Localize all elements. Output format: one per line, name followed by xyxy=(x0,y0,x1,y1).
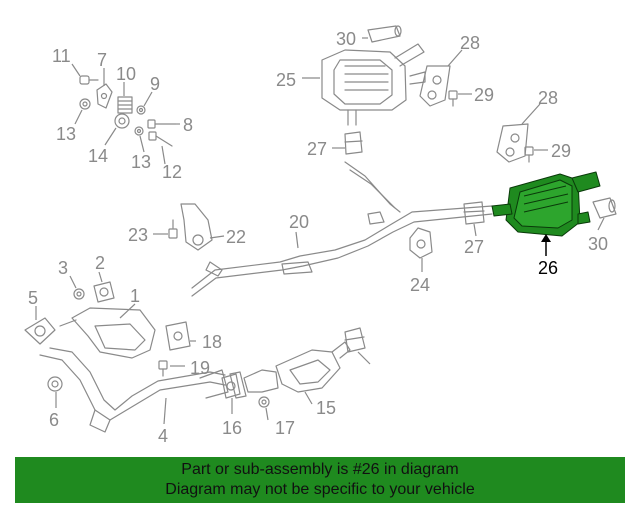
callout-28-top[interactable]: 28 xyxy=(460,33,480,53)
part-gasket-16[interactable] xyxy=(221,373,241,399)
part-hanger-bracket[interactable] xyxy=(180,203,213,251)
part-center-pipe-20[interactable] xyxy=(191,161,493,297)
callout-25[interactable]: 25 xyxy=(276,70,296,90)
part-washer-9[interactable] xyxy=(136,105,146,115)
part-bracket-7[interactable] xyxy=(96,83,113,109)
callout-26-active[interactable]: 26 xyxy=(538,258,558,278)
callout-1[interactable]: 1 xyxy=(130,286,140,306)
exhaust-parts-diagram: 11 7 10 9 8 13 14 13 12 23 22 20 25 27 3… xyxy=(24,25,617,446)
callout-7[interactable]: 7 xyxy=(97,50,107,70)
part-bolt-29-mid[interactable] xyxy=(524,146,534,163)
callout-19[interactable]: 19 xyxy=(190,358,210,378)
part-tip-30-top[interactable] xyxy=(367,25,402,43)
part-bolt-19[interactable] xyxy=(158,360,168,377)
part-front-muffler-25[interactable] xyxy=(321,43,426,126)
part-bolt-8[interactable] xyxy=(147,119,176,129)
callout-22[interactable]: 22 xyxy=(226,227,246,247)
part-hanger-28-mid[interactable] xyxy=(496,123,529,163)
part-mount-24[interactable] xyxy=(409,227,433,259)
callout-23[interactable]: 23 xyxy=(128,225,148,245)
part-rear-muffler-26-highlighted[interactable] xyxy=(491,171,601,237)
callout-30-right[interactable]: 30 xyxy=(588,234,608,254)
callout-14[interactable]: 14 xyxy=(88,146,108,166)
callout-16[interactable]: 16 xyxy=(222,418,242,438)
callout-8[interactable]: 8 xyxy=(183,115,193,135)
part-gasket-6[interactable] xyxy=(47,376,63,392)
callout-20[interactable]: 20 xyxy=(289,212,309,232)
part-catalytic-converter-15[interactable] xyxy=(229,341,351,399)
part-nut-13-top[interactable] xyxy=(79,98,91,110)
part-bushing-10[interactable] xyxy=(117,96,133,114)
part-nut-3[interactable] xyxy=(73,288,85,300)
part-gasket-2[interactable] xyxy=(93,281,115,303)
callout-13-top[interactable]: 13 xyxy=(56,124,76,144)
part-bracket-18[interactable] xyxy=(165,321,191,351)
callout-29-top[interactable]: 29 xyxy=(474,85,494,105)
callout-15[interactable]: 15 xyxy=(316,398,336,418)
part-bolt-23[interactable] xyxy=(168,219,178,239)
part-nut-13-bottom[interactable] xyxy=(134,126,144,136)
part-front-pipe-4[interactable] xyxy=(39,347,229,433)
callout-12[interactable]: 12 xyxy=(162,162,182,182)
callout-13-bottom[interactable]: 13 xyxy=(131,152,151,172)
part-clamp-27-top[interactable] xyxy=(344,131,363,155)
part-manifold-1[interactable] xyxy=(59,307,156,359)
part-nut-17[interactable] xyxy=(258,396,270,408)
callout-30-top[interactable]: 30 xyxy=(336,29,356,49)
callout-11[interactable]: 11 xyxy=(52,46,71,66)
callout-6[interactable]: 6 xyxy=(49,410,59,430)
banner-line-disclaimer: Diagram may not be specific to your vehi… xyxy=(165,481,475,498)
callout-2[interactable]: 2 xyxy=(95,253,105,273)
callout-18[interactable]: 18 xyxy=(202,332,222,352)
info-banner: Part or sub-assembly is #26 in diagram D… xyxy=(15,457,625,503)
part-tip-30-right[interactable] xyxy=(592,197,617,219)
part-hanger-28-top[interactable] xyxy=(419,65,451,107)
callout-labels: 11 7 10 9 8 13 14 13 12 23 22 20 25 27 3… xyxy=(28,29,608,446)
arrow-26-icon xyxy=(541,234,551,242)
callout-4[interactable]: 4 xyxy=(158,426,168,446)
part-gasket-5[interactable] xyxy=(24,317,56,345)
part-bolt-29-top[interactable] xyxy=(448,90,458,107)
callout-9[interactable]: 9 xyxy=(150,74,160,94)
callout-28-mid[interactable]: 28 xyxy=(538,88,558,108)
part-clamp-27-bottom[interactable] xyxy=(463,201,485,225)
callout-10[interactable]: 10 xyxy=(116,64,136,84)
callout-27-bottom[interactable]: 27 xyxy=(464,237,484,257)
part-clamp-21[interactable] xyxy=(344,327,366,353)
callout-24[interactable]: 24 xyxy=(410,275,430,295)
callout-3[interactable]: 3 xyxy=(58,258,68,278)
part-bolt-12[interactable] xyxy=(148,131,173,147)
callout-17[interactable]: 17 xyxy=(275,418,295,438)
part-mount-14[interactable] xyxy=(114,113,130,129)
leader-lines xyxy=(35,37,605,425)
callout-5[interactable]: 5 xyxy=(28,288,38,308)
callout-27-top[interactable]: 27 xyxy=(307,139,327,159)
callout-29-mid[interactable]: 29 xyxy=(551,141,571,161)
part-bolt-11[interactable] xyxy=(79,75,99,85)
banner-line-part: Part or sub-assembly is #26 in diagram xyxy=(181,461,459,478)
